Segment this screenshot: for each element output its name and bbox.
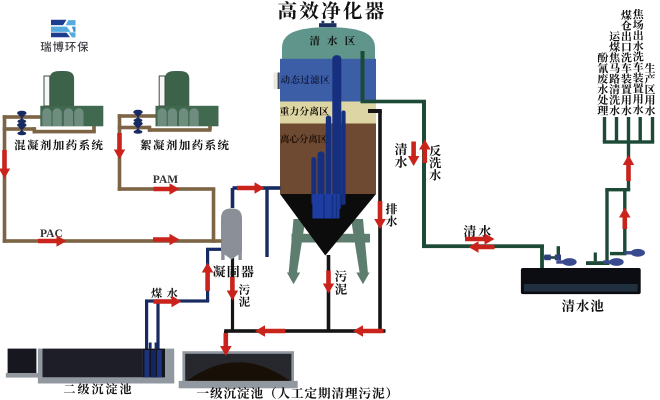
svg-text:PAM: PAM: [153, 174, 178, 186]
